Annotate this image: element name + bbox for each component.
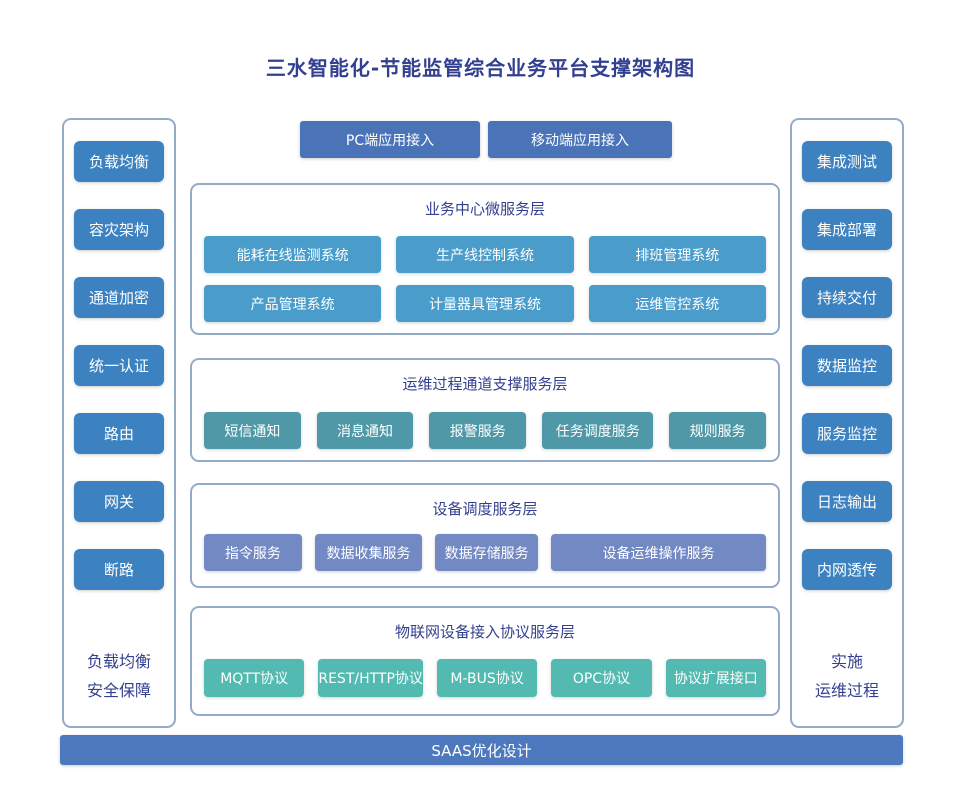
iot-box-mbus: M-BUS协议 (436, 659, 538, 697)
channel-box-rule-service: 规则服务 (669, 412, 767, 449)
device-box-data-storage: 数据存储服务 (435, 534, 538, 571)
business-box-ops-control: 运维管控系统 (588, 285, 766, 322)
right-sidebar: 集成测试 集成部署 持续交付 数据监控 服务监控 日志输出 内网透传 实施 运维… (790, 118, 904, 728)
channel-box-alarm-service: 报警服务 (429, 412, 527, 449)
device-box-command-service: 指令服务 (204, 534, 302, 571)
business-box-product-management: 产品管理系统 (204, 285, 382, 322)
left-sidebar-item-channel-encryption: 通道加密 (74, 277, 164, 318)
right-sidebar-item-continuous-delivery: 持续交付 (802, 277, 892, 318)
device-box-device-ops: 设备运维操作服务 (550, 534, 766, 571)
left-sidebar-item-load-balance: 负载均衡 (74, 141, 164, 182)
right-sidebar-item-service-monitoring: 服务监控 (802, 413, 892, 454)
layer-business-microservices: 业务中心微服务层 能耗在线监测系统 生产线控制系统 排班管理系统 产品管理系统 … (190, 183, 780, 335)
note-line: 实施 (830, 652, 863, 671)
iot-box-row: MQTT协议 REST/HTTP协议 M-BUS协议 OPC协议 协议扩展接口 (192, 659, 778, 697)
iot-box-protocol-extension: 协议扩展接口 (665, 659, 766, 697)
right-sidebar-item-integration-deploy: 集成部署 (802, 209, 892, 250)
device-box-data-collection: 数据收集服务 (314, 534, 423, 571)
business-box-shift-management: 排班管理系统 (588, 236, 766, 273)
left-sidebar-item-disaster-recovery: 容灾架构 (74, 209, 164, 250)
mobile-access-box: 移动端应用接入 (488, 121, 672, 158)
iot-box-rest-http: REST/HTTP协议 (318, 659, 423, 697)
left-sidebar-item-gateway: 网关 (74, 481, 164, 522)
channel-box-row: 短信通知 消息通知 报警服务 任务调度服务 规则服务 (192, 412, 778, 449)
pc-access-box: PC端应用接入 (300, 121, 480, 158)
note-line: 负载均衡 (86, 652, 151, 671)
right-sidebar-note: 实施 运维过程 (815, 647, 879, 705)
business-box-production-line-control: 生产线控制系统 (396, 236, 574, 273)
channel-box-message-notify: 消息通知 (316, 412, 414, 449)
left-sidebar: 负载均衡 容灾架构 通道加密 统一认证 路由 网关 断路 负载均衡 安全保障 (62, 118, 176, 728)
layer-title: 设备调度服务层 (432, 500, 538, 518)
right-sidebar-item-intranet-passthrough: 内网透传 (802, 549, 892, 590)
business-box-grid: 能耗在线监测系统 生产线控制系统 排班管理系统 产品管理系统 计量器具管理系统 … (192, 236, 778, 322)
right-sidebar-item-data-monitoring: 数据监控 (802, 345, 892, 386)
layer-title: 运维过程通道支撑服务层 (402, 375, 568, 393)
note-line: 安全保障 (86, 681, 151, 700)
channel-box-task-scheduling: 任务调度服务 (542, 412, 654, 449)
page-title: 三水智能化-节能监管综合业务平台支撑架构图 (265, 56, 696, 80)
layer-iot-protocol-access: 物联网设备接入协议服务层 MQTT协议 REST/HTTP协议 M-BUS协议 … (190, 606, 780, 716)
left-sidebar-item-routing: 路由 (74, 413, 164, 454)
right-sidebar-item-integration-test: 集成测试 (802, 141, 892, 182)
right-sidebar-item-log-output: 日志输出 (802, 481, 892, 522)
device-box-row: 指令服务 数据收集服务 数据存储服务 设备运维操作服务 (192, 534, 778, 571)
business-box-energy-monitoring: 能耗在线监测系统 (204, 236, 382, 273)
iot-box-mqtt: MQTT协议 (204, 659, 305, 697)
note-line: 运维过程 (814, 681, 879, 700)
business-box-metering-instrument: 计量器具管理系统 (396, 285, 574, 322)
iot-box-opc: OPC协议 (551, 659, 652, 697)
layer-ops-channel-support: 运维过程通道支撑服务层 短信通知 消息通知 报警服务 任务调度服务 规则服务 (190, 358, 780, 462)
left-sidebar-item-circuit-break: 断路 (74, 549, 164, 590)
channel-box-sms-notify: 短信通知 (204, 412, 301, 449)
left-sidebar-note: 负载均衡 安全保障 (87, 647, 151, 705)
left-sidebar-item-unified-auth: 统一认证 (74, 345, 164, 386)
layer-title: 业务中心微服务层 (424, 200, 545, 218)
layer-device-scheduling: 设备调度服务层 指令服务 数据收集服务 数据存储服务 设备运维操作服务 (190, 483, 780, 588)
saas-bottom-bar: SAAS优化设计 (60, 735, 903, 765)
layer-title: 物联网设备接入协议服务层 (394, 623, 575, 641)
